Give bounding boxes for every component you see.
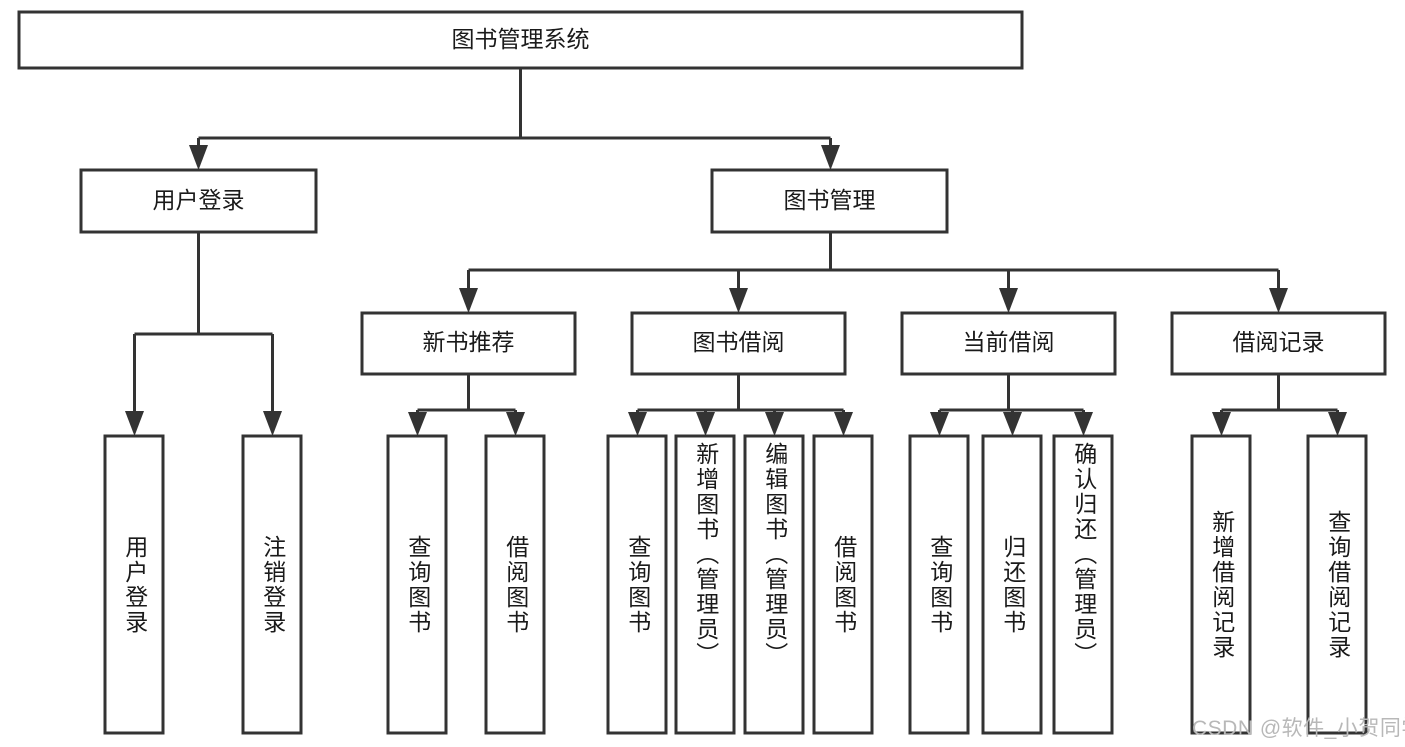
node-new-book-recommend[interactable]: 新书推荐 (360, 311, 577, 376)
leaf-box-logout-login[interactable] (241, 434, 303, 735)
node-borrow-record-label: 借阅记录 (1233, 329, 1325, 355)
node-new-book-recommend-label: 新书推荐 (423, 329, 515, 355)
leaf-box-add-borrow-record[interactable] (1190, 434, 1252, 735)
leaf-box-add-book-admin[interactable] (674, 434, 736, 735)
leaf-box-confirm-return-admin[interactable] (1052, 434, 1114, 735)
connector-root-to-level2 (189, 68, 840, 170)
node-book-borrow-label: 图书借阅 (693, 329, 785, 355)
node-root-label: 图书管理系统 (452, 26, 590, 52)
connector-user-login-to-leaves (125, 232, 282, 436)
leaf-box-borrow-book-rec[interactable] (484, 434, 546, 735)
leaf-box-query-book-current[interactable] (908, 434, 970, 735)
node-user-login-label: 用户登录 (153, 187, 245, 213)
node-current-borrow-label: 当前借阅 (963, 329, 1055, 355)
leaf-box-return-book[interactable] (981, 434, 1043, 735)
connector-new-book-rec-to-leaves (408, 374, 525, 436)
connector-borrow-record-to-leaves (1212, 374, 1347, 436)
node-current-borrow[interactable]: 当前借阅 (900, 311, 1117, 376)
leaf-box-edit-book-admin[interactable] (743, 434, 805, 735)
leaf-box-query-book-borrow[interactable] (606, 434, 668, 735)
node-user-login[interactable]: 用户登录 (79, 168, 318, 234)
connector-book-mgmt-to-level3 (459, 232, 1288, 313)
node-book-management[interactable]: 图书管理 (710, 168, 949, 234)
leaf-box-query-borrow-record[interactable] (1306, 434, 1368, 735)
csdn-watermark: CSDN @软件_小贺同学 (1192, 717, 1405, 740)
leaf-box-query-book-rec[interactable] (386, 434, 448, 735)
connector-book-borrow-to-leaves (628, 374, 853, 436)
node-root-system[interactable]: 图书管理系统 (17, 10, 1024, 70)
node-book-borrow[interactable]: 图书借阅 (630, 311, 847, 376)
arrow-head-book-mgmt (821, 145, 840, 170)
leaf-box-user-login[interactable] (103, 434, 165, 735)
leaf-box-borrow-book[interactable] (812, 434, 874, 735)
leaf-boxes (103, 434, 1368, 735)
node-book-management-label: 图书管理 (784, 187, 876, 213)
connector-current-borrow-to-leaves (930, 374, 1093, 436)
arrow-head-user-login (189, 145, 208, 170)
node-borrow-record[interactable]: 借阅记录 (1170, 311, 1387, 376)
